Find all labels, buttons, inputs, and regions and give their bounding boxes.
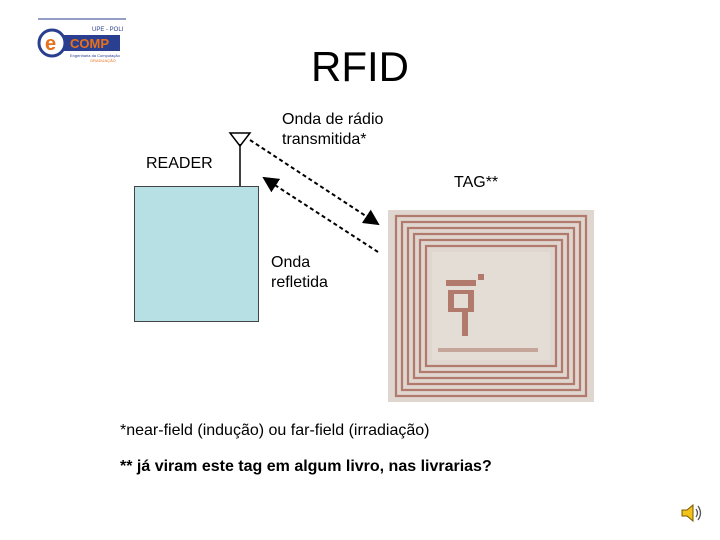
logo-comp: COMP bbox=[70, 36, 109, 51]
logo-e: e bbox=[45, 33, 56, 55]
reflected-wave-arrow bbox=[262, 176, 379, 253]
footnote-near-far-field: *near-field (indução) ou far-field (irra… bbox=[120, 422, 430, 439]
speaker-icon[interactable] bbox=[680, 502, 702, 524]
slide-title: RFID bbox=[311, 43, 409, 90]
footnote-tag-question: ** já viram este tag em algum livro, nas… bbox=[120, 458, 492, 475]
logo-sub-text2: GRADUAÇÃO bbox=[90, 58, 116, 63]
rfid-tag-image bbox=[388, 210, 594, 402]
transmitted-wave-line1: Onda de rádio bbox=[282, 111, 384, 128]
tag-label: TAG** bbox=[454, 174, 499, 191]
antenna-icon bbox=[228, 132, 252, 186]
reflected-wave-line1: Onda bbox=[271, 254, 311, 271]
reflected-wave-label: Onda refletida bbox=[271, 253, 361, 293]
ecomp-logo: UPE - POLI e COMP Engenharia da Computaç… bbox=[37, 18, 126, 63]
reflected-wave-line2: refletida bbox=[271, 274, 328, 291]
logo-sub-text: Engenharia da Computação bbox=[70, 53, 121, 58]
transmitted-wave-label: Onda de rádio transmitida* bbox=[282, 110, 432, 150]
reader-box bbox=[134, 186, 259, 322]
transmitted-wave-line2: transmitida* bbox=[282, 131, 367, 148]
logo-top-text: UPE - POLI bbox=[92, 27, 124, 33]
transmitted-wave-arrow bbox=[249, 139, 380, 226]
reader-label: READER bbox=[146, 155, 213, 172]
